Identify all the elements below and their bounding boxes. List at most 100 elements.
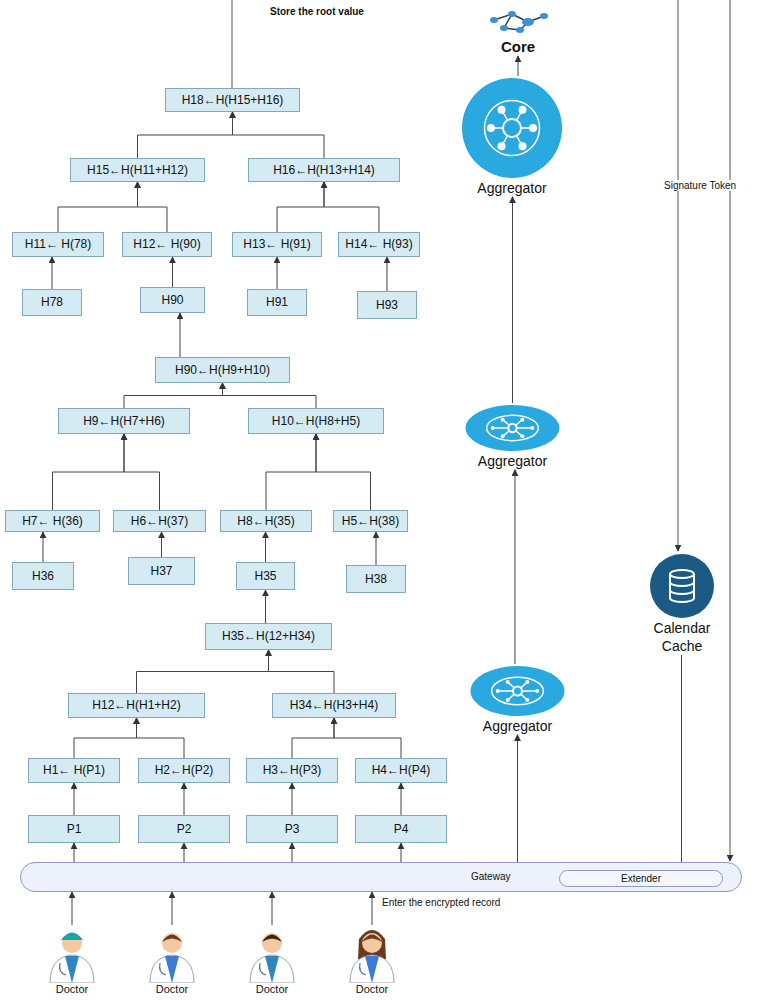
node-text: Doctor: [37, 983, 107, 996]
hash-box: H1← H(P1): [28, 758, 120, 783]
hash-arrow: [515, 470, 516, 664]
hash-arrow: [372, 892, 373, 925]
doctor-icon: [250, 933, 294, 983]
doctor-figure: Doctor: [137, 925, 207, 996]
hash-arrow: [269, 650, 335, 693]
hub-symbol: [491, 418, 534, 439]
hash-arrow: [223, 383, 317, 408]
root-line: [232, 0, 233, 88]
cache-disc: [650, 554, 714, 618]
hash-box: H34←H(H3+H4): [272, 693, 396, 718]
node-text: Core: [478, 38, 558, 56]
hash-arrow: [161, 532, 162, 557]
database-symbol: [670, 570, 694, 602]
hash-arrow: [184, 843, 185, 862]
hash-arrow: [172, 257, 173, 287]
node-text: H90←H(H9+H10): [175, 363, 270, 377]
hash-arrow: [292, 843, 293, 862]
node-text: Extender: [621, 873, 661, 885]
hash-arrow: [292, 718, 334, 758]
doctor-figure: Doctor: [337, 925, 407, 996]
hash-box: H6←H(37): [113, 510, 206, 532]
hash-box: H16←H(H13+H14): [248, 158, 400, 182]
note-label: Signature Token: [662, 180, 738, 191]
hash-box: H4←H(P4): [355, 758, 447, 783]
hash-arrow: [72, 892, 73, 925]
agg-icon: [452, 76, 572, 180]
node-text: P2: [177, 822, 192, 836]
node-text: H38: [365, 572, 387, 586]
hash-box: H13← H(91): [232, 232, 322, 257]
node-text: Calendar Cache: [640, 620, 724, 655]
doctor-figure: Doctor: [37, 925, 107, 996]
hash-arrow: [272, 892, 273, 925]
hash-arrow: [512, 197, 513, 403]
aggregator-node: Aggregator: [455, 403, 570, 470]
hash-box: H35←H(12+H34): [205, 623, 332, 650]
node-text: H14← H(93): [345, 237, 412, 251]
node-text: H90: [161, 293, 183, 307]
signature-line: [730, 0, 731, 861]
node-text: Aggregator: [452, 180, 572, 197]
node-text: Doctor: [337, 983, 407, 996]
signature-line: [678, 0, 679, 551]
hash-box: H14← H(93): [338, 232, 420, 257]
node-text: Aggregator: [455, 453, 570, 470]
hash-arrow: [387, 257, 388, 291]
hash-arrow: [324, 182, 379, 232]
node-text: P4: [394, 822, 409, 836]
hash-arrow: [277, 182, 324, 232]
doc-icon: [237, 925, 307, 983]
hash-box: H91: [247, 289, 307, 316]
hash-arrow: [53, 434, 125, 510]
hash-box: P2: [138, 815, 230, 843]
hash-arrow: [180, 313, 181, 357]
node-text: Gateway: [471, 871, 510, 883]
hash-arrow: [74, 783, 75, 815]
hash-box: H37: [128, 557, 195, 585]
gateway-band: Gateway Extender: [20, 862, 742, 892]
doc-icon: [137, 925, 207, 983]
doc-icon: [337, 925, 407, 983]
hash-box: P4: [355, 815, 447, 843]
node-text: H4←H(P4): [372, 763, 431, 777]
node-text: H12← H(90): [133, 237, 200, 251]
node-text: P3: [285, 822, 300, 836]
doctor-icon: [50, 933, 94, 984]
hash-arrow: [74, 843, 75, 862]
node-text: H15←H(H11+H12): [87, 163, 188, 177]
hash-arrow: [74, 718, 137, 758]
hub-symbol: [487, 106, 537, 150]
hash-box: P3: [246, 815, 338, 843]
node-text: Aggregator: [460, 718, 575, 735]
hash-arrow: [233, 112, 325, 158]
hash-box: H36: [12, 562, 74, 590]
node-text: H78: [41, 295, 63, 309]
hash-arrow: [277, 257, 278, 289]
node-text: H37: [150, 564, 172, 578]
aggregator-node: Aggregator: [460, 664, 575, 735]
hash-arrow: [52, 257, 53, 289]
node-text: H5←H(38): [342, 514, 399, 528]
hash-box: H90←H(H9+H10): [155, 357, 290, 383]
node-text: H13← H(91): [243, 237, 310, 251]
hash-box: P1: [28, 815, 120, 843]
node-text: H9←H(H7+H6): [83, 414, 165, 428]
extender-pill: Extender: [559, 870, 723, 887]
doctor-icon: [150, 933, 194, 983]
note-label: Store the root value: [268, 6, 366, 17]
network-symbol: [490, 11, 548, 33]
core-icon: [478, 2, 558, 38]
hub-symbol: [496, 680, 539, 702]
hash-box: H8←H(35): [220, 510, 312, 532]
hash-box: H5←H(38): [333, 510, 408, 532]
node-text: H35←H(12+H34): [222, 629, 315, 643]
node-text: Doctor: [137, 983, 207, 996]
hash-arrow: [58, 182, 138, 232]
node-text: H2←H(P2): [155, 763, 214, 777]
hash-arrow: [124, 434, 160, 510]
node-text: Doctor: [237, 983, 307, 996]
node-text: H35: [254, 569, 276, 583]
